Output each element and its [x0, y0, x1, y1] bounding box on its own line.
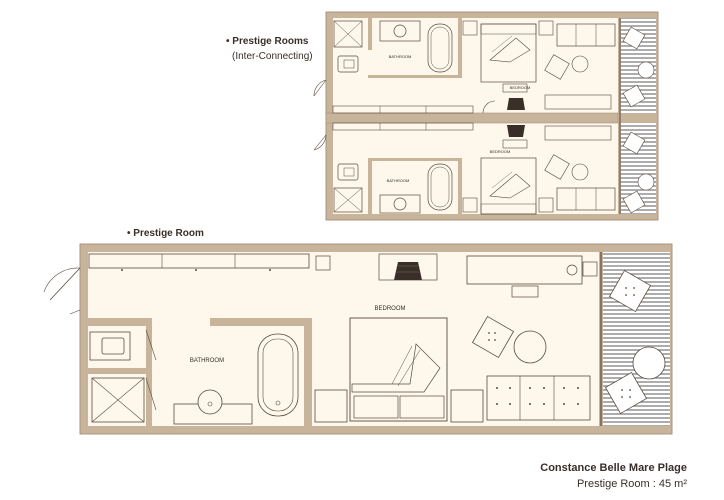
- toilet-icon: [337, 163, 359, 181]
- desk-icon: [544, 94, 612, 110]
- wardrobe-icon: [88, 253, 310, 271]
- armchair-icon: [471, 315, 515, 359]
- terrace-chair-icon: [604, 371, 648, 415]
- single-room-plan: BATHROOM BEDROOM: [43, 243, 673, 435]
- bathtub-icon: [427, 23, 453, 73]
- room-label: BATHROOM: [387, 178, 410, 183]
- wardrobe-icon: [332, 105, 474, 131]
- sink-icon: [379, 194, 421, 214]
- terrace-table-icon: [632, 346, 666, 380]
- terrace-chair-icon: [608, 269, 652, 313]
- bedroom-label: BEDROOM: [374, 306, 405, 312]
- sofa-icon: [556, 187, 616, 211]
- toilet-icon: [89, 331, 131, 361]
- door-icon: [313, 134, 327, 151]
- caption-subtitle: Prestige Room : 45 m²: [576, 478, 687, 490]
- sofa-icon: [486, 375, 591, 421]
- bed-icon: [349, 317, 448, 422]
- shower-icon: [333, 20, 363, 48]
- connecting-section-subtitle: (Inter-Connecting): [232, 51, 313, 62]
- toilet-icon: [337, 55, 359, 73]
- bed-icon: [480, 157, 537, 215]
- bathtub-icon: [257, 333, 299, 417]
- tv-icon: [502, 83, 528, 110]
- connecting-rooms-plan: BATHROOM BEDROOM BEDROOM BATHROOM: [313, 11, 659, 221]
- connecting-section-title: • Prestige Rooms: [226, 36, 309, 47]
- bathtub-icon: [427, 163, 453, 211]
- sink-icon: [379, 20, 421, 42]
- sofa-icon: [556, 23, 616, 47]
- tv-icon: [502, 125, 528, 149]
- room-label: BEDROOM: [510, 85, 531, 90]
- room-label: BEDROOM: [490, 149, 511, 154]
- door-icon: [482, 100, 496, 114]
- bathroom-label: BATHROOM: [190, 358, 224, 364]
- caption-title: Constance Belle Mare Plage: [540, 462, 687, 474]
- desk-icon: [466, 255, 583, 298]
- shower-icon: [91, 377, 145, 423]
- door-icon: [313, 79, 327, 97]
- desk-icon: [544, 125, 612, 141]
- round-table-icon: [513, 330, 547, 364]
- tv-icon: [378, 253, 438, 281]
- door-icon: [43, 267, 81, 315]
- single-section-title: • Prestige Room: [127, 228, 204, 239]
- bed-icon: [480, 23, 537, 83]
- sink-icon: [173, 389, 253, 425]
- room-label: BATHROOM: [389, 54, 412, 59]
- shower-icon: [333, 187, 363, 213]
